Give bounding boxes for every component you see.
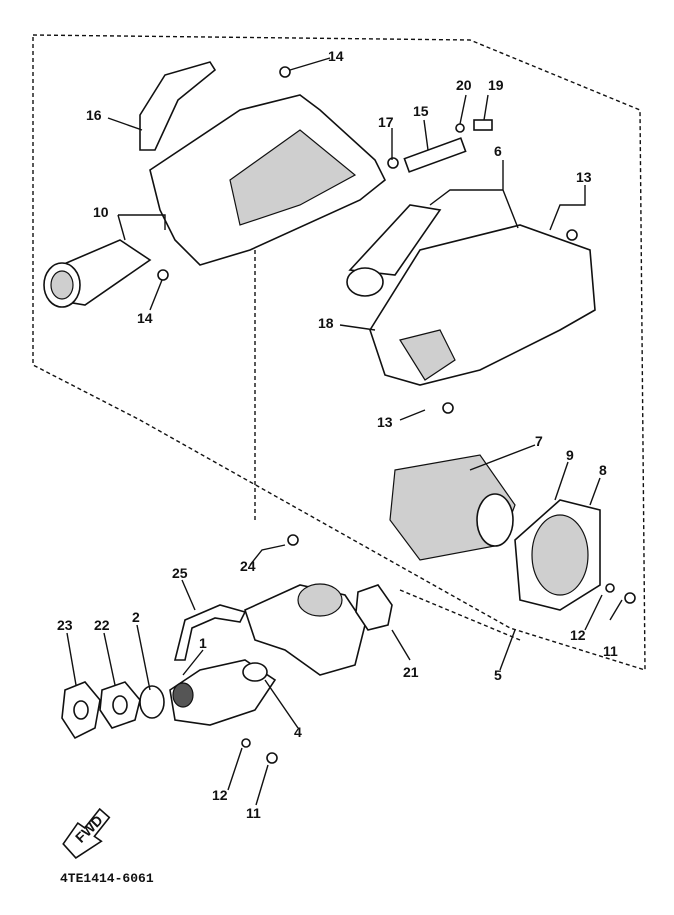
- callout-5: 5: [494, 667, 502, 683]
- callout-10: 10: [93, 204, 109, 220]
- callout-13: 13: [377, 414, 393, 430]
- callout-13: 13: [576, 169, 592, 185]
- hose-25: [173, 604, 247, 661]
- washer-12-right: [605, 583, 615, 593]
- callout-1: 1: [199, 635, 207, 651]
- callout-labels: 14 16 10 14 17 15 20 19 6 13 18 13 7 9 8…: [57, 48, 618, 821]
- callout-18: 18: [318, 315, 334, 331]
- case-inner-wall: [229, 129, 357, 226]
- callout-4: 4: [294, 724, 302, 740]
- carburetor-assembly: [61, 534, 393, 764]
- leader-lines: [66, 57, 623, 806]
- o-ring-2: [139, 685, 165, 719]
- bolt-14-bottom: [157, 269, 169, 281]
- plug-19: [473, 119, 493, 131]
- washer-12-left: [241, 738, 251, 748]
- case-cover-duct: [399, 329, 456, 381]
- drawing-code: 4TE1414-6061: [60, 871, 154, 886]
- callout-11: 11: [246, 805, 261, 821]
- callout-2: 2: [132, 609, 140, 625]
- duct-mouth-inner: [50, 270, 74, 300]
- pipe-15: [403, 137, 467, 173]
- air-duct-assembly: [43, 61, 387, 308]
- callout-14: 14: [137, 310, 153, 326]
- callout-16: 16: [86, 107, 102, 123]
- callout-17: 17: [378, 114, 394, 130]
- callout-23: 23: [57, 617, 73, 633]
- clip-17: [387, 157, 399, 169]
- callout-8: 8: [599, 462, 607, 478]
- gasket-23-hole: [73, 700, 89, 720]
- callout-21: 21: [403, 664, 419, 680]
- screw-11-left: [266, 752, 278, 764]
- hose-6-end: [346, 267, 384, 297]
- band-21: [355, 584, 393, 631]
- callout-7: 7: [535, 433, 543, 449]
- callout-9: 9: [566, 447, 574, 463]
- callout-11: 11: [603, 643, 618, 659]
- callout-25: 25: [172, 565, 188, 581]
- filter-end: [476, 493, 514, 547]
- intake-port: [172, 682, 194, 708]
- gasket-22-hole: [112, 695, 128, 715]
- bolt-14-top: [279, 66, 291, 78]
- carburetor-bowl: [297, 583, 343, 617]
- filter-assembly: [389, 454, 636, 611]
- callout-22: 22: [94, 617, 110, 633]
- callout-14: 14: [328, 48, 344, 64]
- callout-12: 12: [212, 787, 228, 803]
- callout-24: 24: [240, 558, 256, 574]
- callout-12: 12: [570, 627, 586, 643]
- clip-20: [455, 123, 465, 133]
- case-cover-assembly: [346, 119, 596, 414]
- screw-11-right: [624, 592, 636, 604]
- seal-9: [531, 514, 589, 596]
- callout-19: 19: [488, 77, 504, 93]
- callout-20: 20: [456, 77, 472, 93]
- clamp-4: [242, 662, 268, 682]
- callout-15: 15: [413, 103, 429, 119]
- screw-13-top: [566, 229, 578, 241]
- duct-seal-16: [139, 61, 217, 151]
- fwd-arrow-icon: FWD: [62, 807, 111, 859]
- screw-13-bottom: [442, 402, 454, 414]
- callout-6: 6: [494, 143, 502, 159]
- bolt-24: [287, 534, 299, 546]
